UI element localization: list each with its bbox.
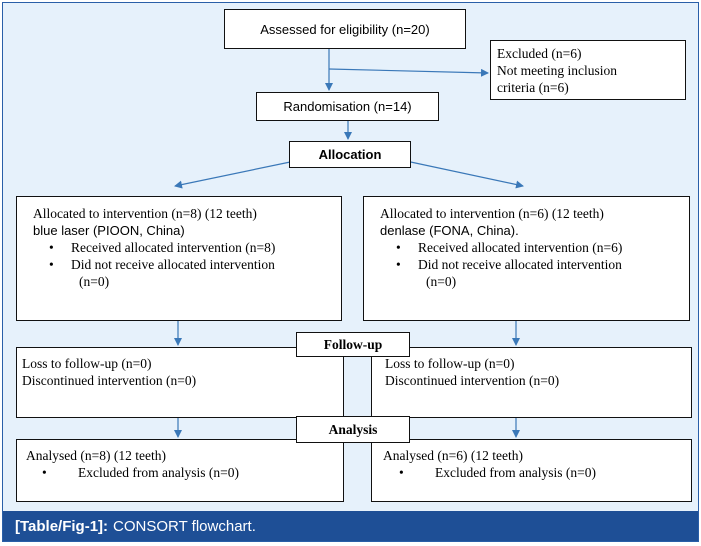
right-received-item: Received allocated intervention (n=6) (380, 239, 681, 256)
randomisation-box: Randomisation (n=14) (256, 92, 439, 121)
caption-text: CONSORT flowchart. (113, 517, 256, 535)
arrow-to-excluded (328, 68, 489, 77)
excluded-line-1: Excluded (n=6) (497, 46, 582, 61)
eligibility-text: Assessed for eligibility (n=20) (260, 21, 430, 37)
left-excluded-analysis-item: Excluded from analysis (n=0) (26, 464, 343, 481)
left-analysis-box: Analysed (n=8) (12 teeth) Excluded from … (16, 439, 344, 502)
left-allocation-box: Allocated to intervention (n=8) (12 teet… (16, 196, 342, 321)
right-excluded-analysis-item: Excluded from analysis (n=0) (383, 464, 691, 481)
right-discontinued-text: Discontinued intervention (n=0) (385, 373, 560, 388)
left-analysed-text: Analysed (n=8) (12 teeth) (26, 448, 166, 463)
left-allocation-list: Received allocated intervention (n=8) Di… (33, 239, 333, 273)
right-analysed-text: Analysed (n=6) (12 teeth) (383, 448, 523, 463)
right-followup-box: Loss to follow-up (n=0) Discontinued int… (371, 347, 692, 418)
arrow-to-left-arm (174, 160, 296, 189)
right-analysis-box: Analysed (n=6) (12 teeth) Excluded from … (371, 439, 692, 502)
right-device-text: denlase (FONA, China). (380, 223, 519, 238)
left-not-received-line-1: Did not receive allocated intervention (71, 257, 275, 272)
left-received-item: Received allocated intervention (n=8) (33, 239, 333, 256)
caption-tag: [Table/Fig-1]: (15, 517, 109, 535)
arrow-to-right-arm (405, 160, 524, 189)
left-followup-box: Loss to follow-up (n=0) Discontinued int… (16, 347, 344, 418)
right-not-received-line-2: (n=0) (426, 274, 457, 289)
allocation-text: Allocation (318, 147, 382, 162)
left-loss-text: Loss to follow-up (n=0) (22, 356, 152, 371)
right-allocated-text: Allocated to intervention (n=6) (12 teet… (380, 206, 604, 221)
excluded-box: Excluded (n=6) Not meeting inclusion cri… (490, 40, 686, 100)
left-device-text: blue laser (PIOON, China) (33, 223, 185, 238)
right-loss-text: Loss to follow-up (n=0) (385, 356, 515, 371)
right-allocation-list: Received allocated intervention (n=6) Di… (380, 239, 681, 273)
randomisation-text: Randomisation (n=14) (283, 99, 412, 114)
analysis-label-text: Analysis (328, 422, 378, 437)
left-not-received-item: Did not receive allocated intervention (33, 256, 333, 273)
analysis-label-box: Analysis (296, 416, 410, 443)
right-not-received-item: Did not receive allocated intervention (380, 256, 681, 273)
allocation-box: Allocation (289, 141, 411, 168)
left-analysis-list: Excluded from analysis (n=0) (26, 464, 343, 481)
eligibility-box: Assessed for eligibility (n=20) (224, 9, 466, 49)
followup-label-box: Follow-up (296, 332, 410, 357)
left-discontinued-text: Discontinued intervention (n=0) (22, 373, 197, 388)
excluded-line-2: Not meeting inclusion (497, 63, 617, 78)
connector-layer (174, 49, 524, 438)
right-allocation-box: Allocated to intervention (n=6) (12 teet… (363, 196, 690, 321)
right-not-received-line-1: Did not receive allocated intervention (418, 257, 622, 272)
left-allocated-text: Allocated to intervention (n=8) (12 teet… (33, 206, 257, 221)
right-analysis-list: Excluded from analysis (n=0) (383, 464, 691, 481)
figure-caption: [Table/Fig-1]: CONSORT flowchart. (3, 511, 698, 541)
excluded-line-3: criteria (n=6) (497, 80, 569, 95)
followup-label-text: Follow-up (323, 337, 383, 352)
left-not-received-line-2: (n=0) (79, 274, 110, 289)
